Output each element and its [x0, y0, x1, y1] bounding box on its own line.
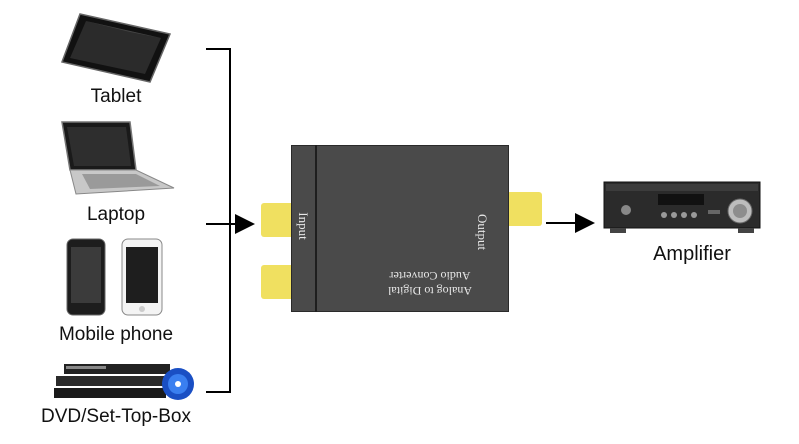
laptop-icon	[61, 121, 175, 195]
tablet-label: Tablet	[90, 86, 142, 107]
dvd-player-icon	[54, 364, 194, 400]
amplifier-label: Amplifier	[653, 243, 731, 265]
laptop-label: Laptop	[86, 204, 146, 225]
output-port-label: Output	[475, 213, 490, 251]
output-connector	[504, 192, 542, 226]
input-connector-top	[261, 203, 295, 237]
tablet-icon	[60, 13, 172, 83]
input-port-label: Input	[296, 212, 311, 240]
input-connector-bottom	[261, 265, 295, 299]
converter-box	[291, 145, 509, 312]
mobile-phone-icon	[66, 238, 163, 316]
converter-name-label: Analog to Digital Audio Converter	[388, 268, 472, 298]
amplifier-icon	[603, 181, 761, 233]
mobile-phone-label: Mobile phone	[58, 324, 174, 345]
converter-name-line-1: Analog to Digital	[388, 284, 472, 298]
converter-divider	[315, 145, 317, 312]
converter-name-line-2: Audio Converter	[389, 269, 471, 283]
dvd-set-top-box-label: DVD/Set-Top-Box	[41, 406, 191, 427]
source-bracket-line	[206, 48, 231, 393]
